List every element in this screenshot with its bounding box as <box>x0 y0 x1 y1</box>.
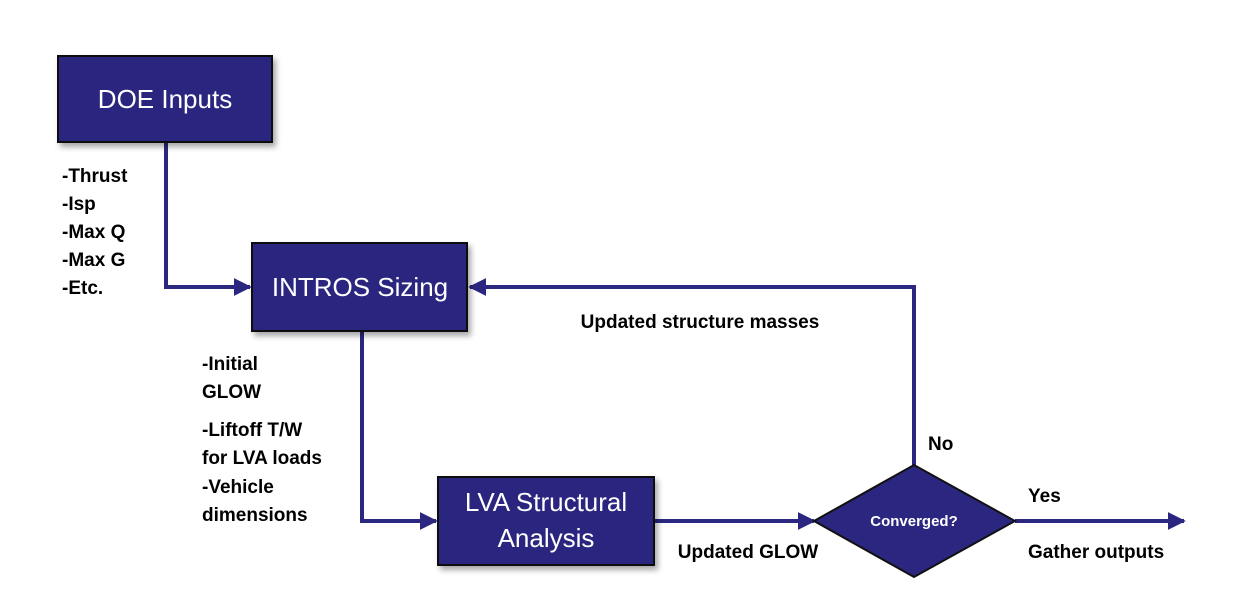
converged-decision-node <box>811 463 1018 579</box>
connector-intros-to-lva <box>360 331 438 530</box>
gather-outputs-label: Gather outputs <box>1028 542 1164 563</box>
intros-output-list: -Initial GLOW -Liftoff T/W for LVA loads… <box>202 354 322 526</box>
doe-output-item: -Thrust <box>62 166 128 187</box>
doe-output-list: -Thrust -Isp -Max Q -Max G -Etc. <box>62 166 128 299</box>
lva-label-line2: Analysis <box>498 523 595 553</box>
intros-output-item: -Initial <box>202 354 258 375</box>
lva-structural-analysis-node <box>437 476 655 566</box>
intros-sizing-node <box>251 242 468 332</box>
doe-output-item: -Etc. <box>62 278 103 299</box>
converged-label: Converged? <box>870 513 958 530</box>
doe-output-item: -Isp <box>62 194 96 215</box>
lva-label-line1: LVA Structural <box>465 487 627 517</box>
intros-output-item: dimensions <box>202 505 308 526</box>
no-branch-label: No <box>928 434 953 455</box>
feedback-edge-label: Updated structure masses <box>581 312 820 333</box>
connector-doe-to-intros <box>164 142 252 296</box>
yes-branch-label: Yes <box>1028 486 1061 507</box>
intros-output-item: for LVA loads <box>202 448 322 469</box>
doe-inputs-node <box>57 55 273 143</box>
updated-glow-edge-label: Updated GLOW <box>678 542 818 563</box>
intros-output-item: -Liftoff T/W <box>202 420 302 441</box>
intros-output-item: GLOW <box>202 382 261 403</box>
intros-sizing-label: INTROS Sizing <box>272 272 448 302</box>
doe-inputs-label: DOE Inputs <box>98 84 232 114</box>
doe-output-item: -Max Q <box>62 222 125 243</box>
connector-decision-no-feedback <box>468 278 916 465</box>
intros-output-item: -Vehicle <box>202 477 274 498</box>
doe-output-item: -Max G <box>62 250 125 271</box>
